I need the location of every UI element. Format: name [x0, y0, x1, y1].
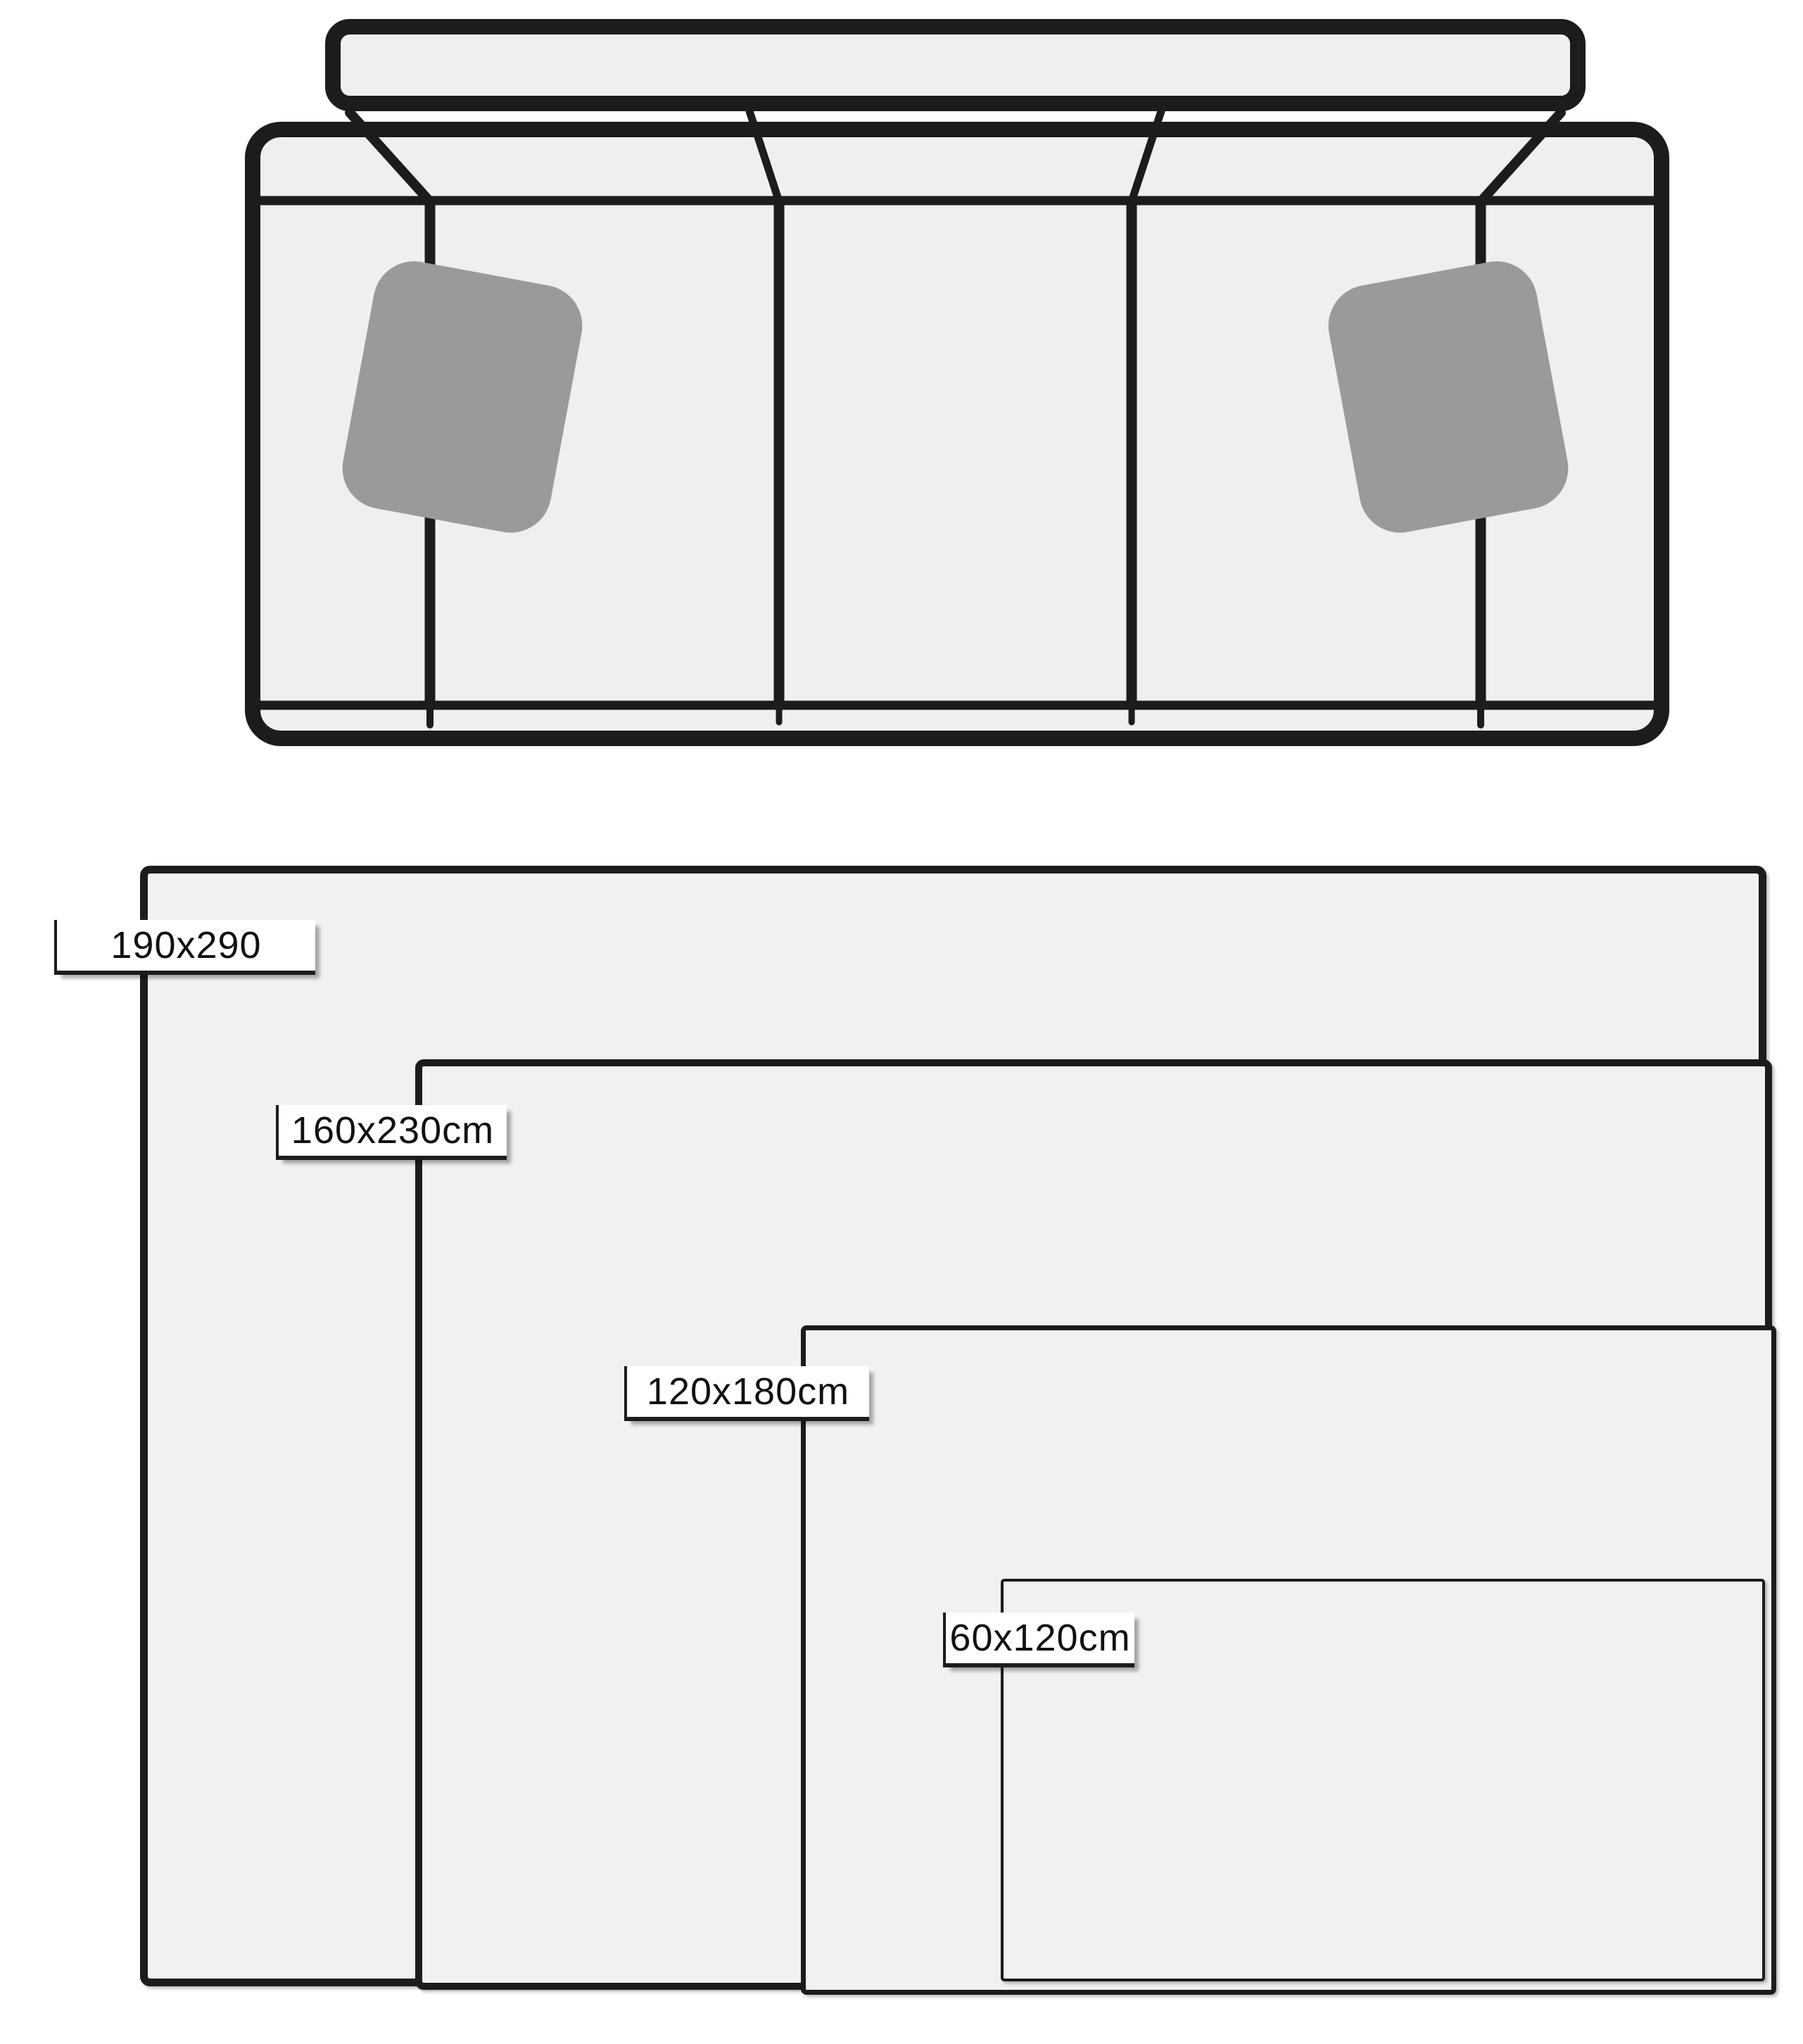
sofa-backrest [325, 19, 1586, 111]
size-label-60x120cm: 60x120cm [943, 1613, 1134, 1667]
sofa-back-cushion-gap-right [1129, 107, 1165, 201]
size-label-160x230cm: 160x230cm [276, 1105, 507, 1160]
size-label-190x290: 190x290 [54, 920, 315, 975]
pillow-left [342, 261, 583, 533]
size-label-120x180cm: 120x180cm [624, 1366, 869, 1421]
sofa-back-cushion-right-edge [1479, 108, 1566, 203]
sofa-back-cushion-gap-left [745, 107, 782, 201]
sofa-top-view-illustration [245, 19, 1669, 746]
sofa-back-cushion-left-edge [345, 108, 432, 203]
sofa-body [245, 122, 1669, 746]
pillow-right [1328, 261, 1569, 533]
